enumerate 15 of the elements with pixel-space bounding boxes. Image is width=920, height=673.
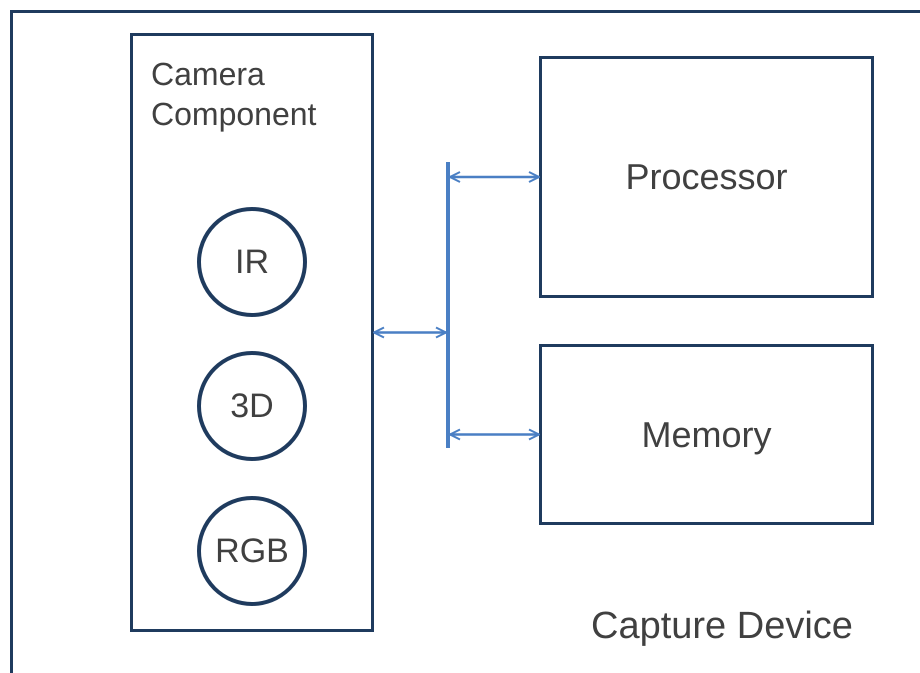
node-label: 3D <box>230 386 274 426</box>
node-label: Processor <box>625 156 788 198</box>
process-box <box>539 56 874 298</box>
component-panel <box>130 33 374 632</box>
bus-bar <box>446 162 450 448</box>
node-label: Camera Component <box>151 55 318 134</box>
double-arrow <box>449 428 540 440</box>
process-box <box>539 344 874 525</box>
node-label: Memory <box>641 414 772 456</box>
device-frame <box>10 10 920 673</box>
node-label: RGB <box>215 532 289 570</box>
node-label: Capture Device <box>591 605 853 648</box>
node-label: IR <box>235 242 269 282</box>
double-arrow <box>373 326 447 338</box>
double-arrow <box>449 171 540 183</box>
